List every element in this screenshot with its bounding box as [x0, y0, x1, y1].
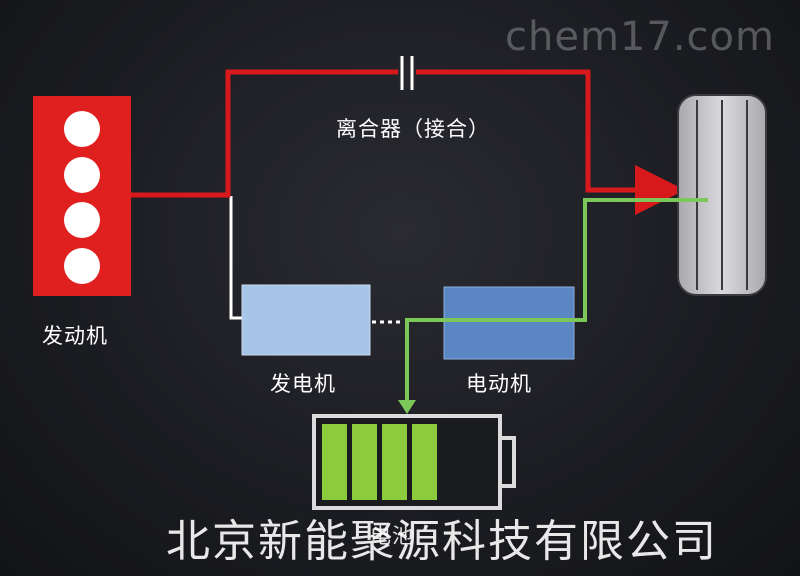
watermark-site: chem17.com [505, 14, 775, 60]
battery-cell-4 [412, 424, 437, 500]
watermark-company: 北京新能聚源科技有限公司 [166, 516, 718, 567]
engine-label: 发动机 [42, 324, 108, 348]
battery-terminal [498, 436, 516, 488]
motor-label: 电动机 [466, 372, 532, 396]
engine-cylinder-1 [64, 111, 100, 147]
battery-cell-1 [322, 424, 347, 500]
generator-block [241, 284, 371, 356]
electric-power-path [405, 198, 708, 402]
battery-cell-2 [352, 424, 377, 500]
motor-block [443, 286, 575, 360]
battery-cell-3 [382, 424, 407, 500]
battery-label: 电池 [370, 524, 414, 548]
generator-label: 发电机 [270, 372, 336, 396]
engine [33, 96, 131, 296]
engine-cylinder-2 [64, 157, 100, 193]
engine-to-generator-line [229, 196, 242, 320]
clutch-label: 离合器（接合） [336, 117, 490, 141]
engine-cylinder-3 [64, 202, 100, 238]
wheel [677, 94, 767, 296]
battery-arrow-head [398, 400, 416, 414]
clutch-symbol [398, 56, 416, 90]
engine-cylinder-4 [64, 248, 100, 284]
battery [312, 414, 516, 510]
